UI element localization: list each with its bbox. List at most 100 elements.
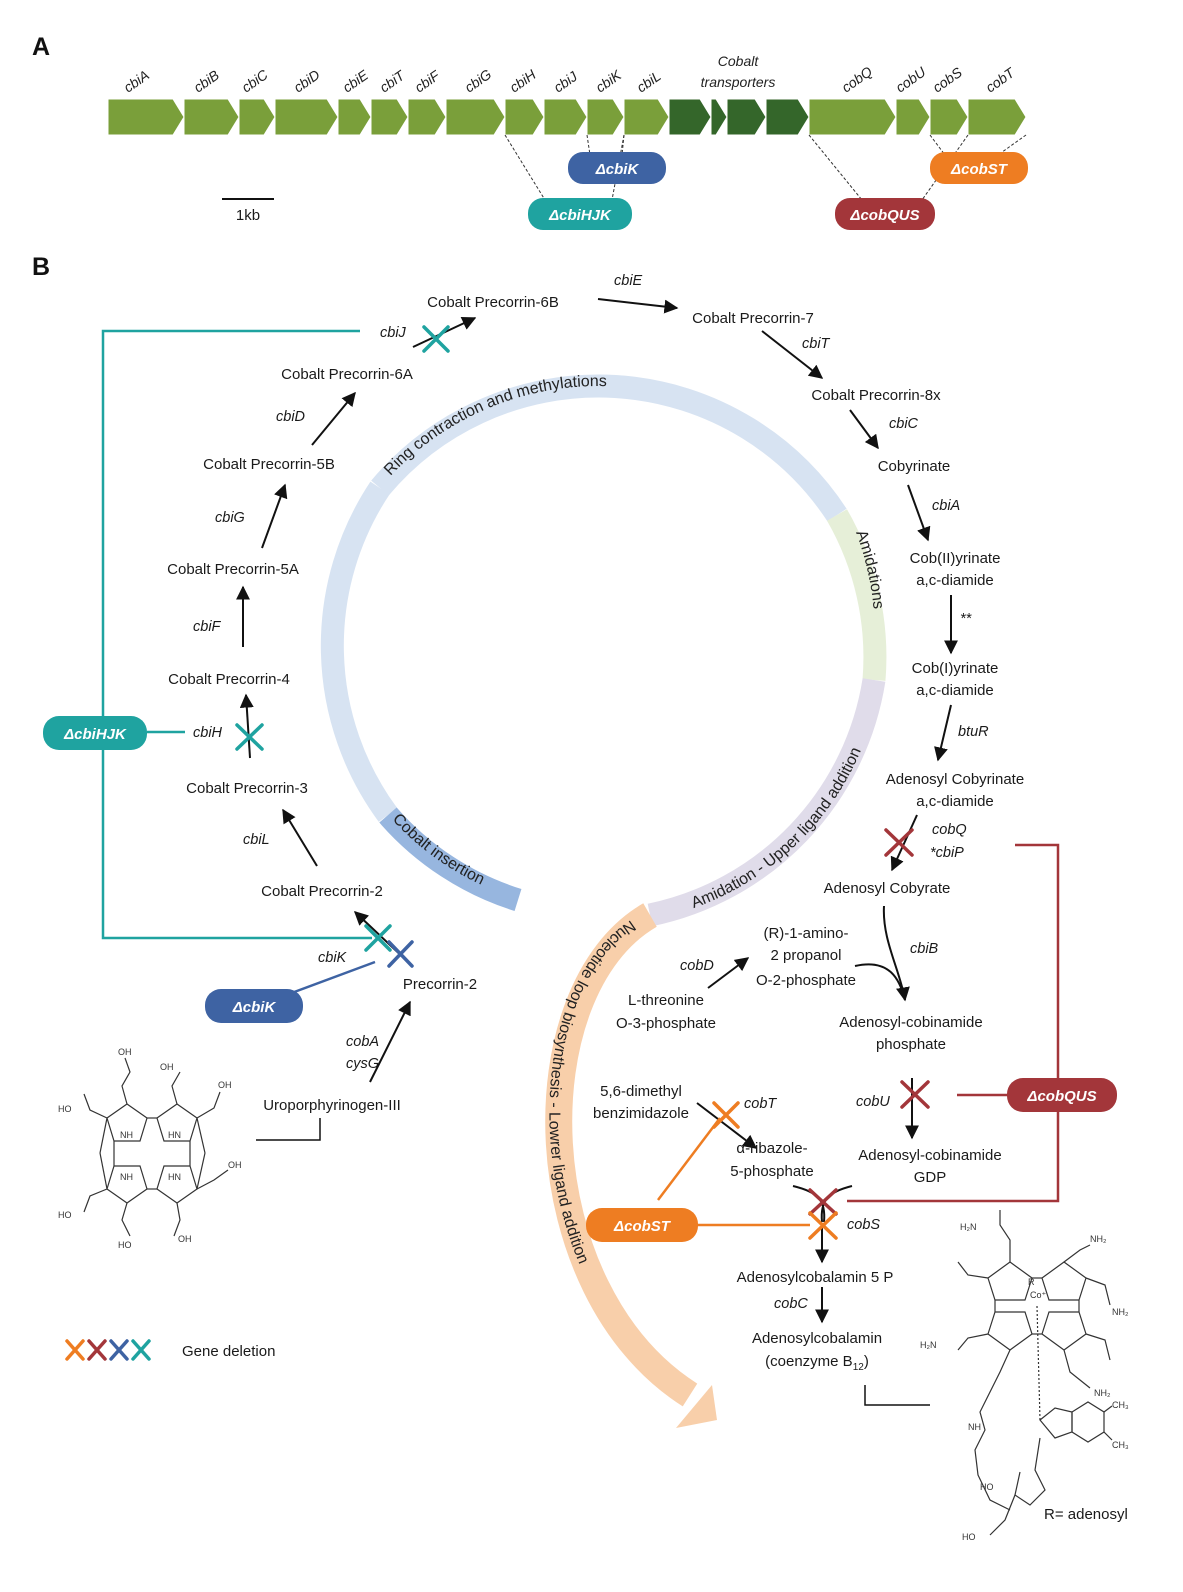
enzyme-cobT: cobT <box>744 1096 777 1112</box>
transporter-arrow-1 <box>668 98 712 136</box>
gene-labels: cbiA cbiB cbiC cbiD cbiE cbiT cbiF cbiG … <box>121 53 1019 95</box>
deletion-badge-cbiK-b-label: ΔcbiK <box>232 999 277 1016</box>
enzyme-stars: ** <box>960 611 973 627</box>
deletion-badge-cobST-a <box>930 152 1028 184</box>
label-cob1-line1: Cob(I)yrinate <box>912 660 999 677</box>
deletion-badge-cbiHJK-b-label: ΔcbiHJK <box>63 726 127 743</box>
enzyme-cbiH: cbiH <box>193 725 223 741</box>
panel-label-b: B <box>32 253 50 281</box>
arc-label-cobalt: Cobalt insertion <box>389 811 487 889</box>
label-cobalt-precorrin-3: Cobalt Precorrin-3 <box>186 780 308 797</box>
label-ribazole-line2: 5-phosphate <box>730 1163 813 1180</box>
gene-label-cbiE: cbiE <box>340 66 372 95</box>
deletion-badge-cbiK-b <box>205 989 303 1023</box>
svg-text:NH₂: NH₂ <box>1094 1388 1111 1398</box>
enzyme-cbiK: cbiK <box>318 950 348 966</box>
label-dmb-line1: 5,6-dimethyl <box>600 1083 682 1100</box>
label-aminopropanol-line3: O-2-phosphate <box>756 972 856 989</box>
gene-arrow-cbiD <box>274 98 339 136</box>
label-coenzyme-b12: (coenzyme B12) <box>765 1353 869 1373</box>
gene-arrow-cbiH <box>504 98 545 136</box>
transporter-arrow-4 <box>765 98 810 136</box>
deletion-badges-b: ΔcbiHJK ΔcbiK ΔcobQUS ΔcobST <box>43 716 1117 1242</box>
gene-arrow-cbiG <box>445 98 506 136</box>
label-cob2-line2: a,c-diamide <box>916 572 994 589</box>
enzyme-cbiA: cbiA <box>932 498 960 514</box>
transporters-label-line2: transporters <box>701 74 776 90</box>
arrow-cbiB-join <box>854 963 906 1001</box>
scale-label: 1kb <box>236 207 260 224</box>
gene-arrow-cbiT <box>370 98 409 136</box>
enzyme-cobA: cobA <box>346 1034 379 1050</box>
label-cobinamide-gdp-line2: GDP <box>914 1169 947 1186</box>
svg-text:H₂N: H₂N <box>960 1222 977 1232</box>
svg-text:NH: NH <box>120 1172 133 1182</box>
label-cobalt-precorrin-4: Cobalt Precorrin-4 <box>168 671 290 688</box>
svg-text:OH: OH <box>218 1080 232 1090</box>
enzyme-cbiL: cbiL <box>243 832 270 848</box>
deletion-badge-cobQUS-a-label: ΔcobQUS <box>849 207 919 224</box>
arc-ring-contraction <box>371 374 847 522</box>
arrow-cbiB <box>882 905 910 1002</box>
svg-text:H₂N: H₂N <box>920 1340 937 1350</box>
gene-label-cbiK: cbiK <box>593 66 625 95</box>
orange-connector-top <box>657 1117 721 1201</box>
gene-label-cbiJ: cbiJ <box>551 67 581 95</box>
arc-lower-ligand-head <box>676 1385 717 1428</box>
enzyme-cbiB: cbiB <box>910 941 939 957</box>
label-cobalt-precorrin-8x: Cobalt Precorrin-8x <box>811 387 941 404</box>
svg-text:CH₃: CH₃ <box>1112 1400 1129 1410</box>
enzyme-cobD: cobD <box>680 958 714 974</box>
label-adocobyrinate-line2: a,c-diamide <box>916 793 994 810</box>
label-adenosyl-cobyrate: Adenosyl Cobyrate <box>824 880 951 897</box>
enzyme-cbiJ: cbiJ <box>380 325 407 341</box>
deletion-crosses <box>235 325 930 1240</box>
label-aminopropanol-line2: 2 propanol <box>771 947 842 964</box>
gene-arrow-cbiF <box>407 98 447 136</box>
gene-label-cbiG: cbiG <box>462 66 495 96</box>
cobalamin-structure: Co⁺ R H₂N NH₂ NH₂ H₂N NH₂ NH CH₃ CH₃ HO … <box>920 1210 1129 1542</box>
deletion-badge-cobQUS-a <box>835 198 935 230</box>
svg-text:OH: OH <box>178 1234 192 1244</box>
gene-arrow-cbiE <box>337 98 372 136</box>
label-cobinamide-phosphate-line2: phosphate <box>876 1036 946 1053</box>
gene-arrow-cobS <box>929 98 969 136</box>
enzyme-cbiE: cbiE <box>614 273 643 289</box>
pathway-arrows <box>236 298 958 1324</box>
r-adenosyl-label: R= adenosyl <box>1044 1506 1128 1523</box>
transporters-label-line1: Cobalt <box>718 53 760 69</box>
gene-arrow-cbiL <box>623 98 670 136</box>
svg-text:HO: HO <box>58 1210 72 1220</box>
enzymes: cobA cysG cbiK cbiL cbiH cbiF cbiG cbiD … <box>193 273 989 1312</box>
svg-text:HO: HO <box>118 1240 132 1250</box>
enzyme-cobC: cobC <box>774 1296 808 1312</box>
gene-label-cbiF: cbiF <box>412 66 444 95</box>
deletion-badge-cbiHJK-a <box>528 198 632 230</box>
enzyme-cbiD: cbiD <box>276 409 305 425</box>
cross-cobT <box>712 1101 740 1129</box>
label-dmb-line2: benzimidazole <box>593 1105 689 1122</box>
enzyme-cbiT: cbiT <box>802 336 831 352</box>
deletion-badge-cbiK-a <box>568 152 666 184</box>
svg-text:OH: OH <box>118 1047 132 1057</box>
enzyme-cbiG: cbiG <box>215 510 245 526</box>
gene-label-cbiC: cbiC <box>239 66 272 96</box>
gene-arrow-cbiA <box>107 98 185 136</box>
gene-arrow-cbiJ <box>543 98 588 136</box>
enzyme-cbiP: *cbiP <box>930 845 964 861</box>
deletion-badge-cbiHJK-b <box>43 716 147 750</box>
deletion-badge-cobST-a-label: ΔcobST <box>950 161 1009 178</box>
deletion-connectors <box>101 329 1060 1227</box>
gene-arrow-cbiK <box>586 98 625 136</box>
deletion-badge-cbiK-a-label: ΔcbiK <box>595 161 640 178</box>
red-connector-top <box>1015 843 1060 1082</box>
enzyme-btuR: btuR <box>958 724 989 740</box>
svg-text:OH: OH <box>160 1062 174 1072</box>
label-ribazole-line1: α-ribazole- <box>736 1140 807 1157</box>
svg-text:OH: OH <box>228 1160 242 1170</box>
label-threonine-line1: L-threonine <box>628 992 704 1009</box>
gene-arrow-cbiB <box>183 98 240 136</box>
gene-cluster <box>107 98 1027 136</box>
red-connector-bottom <box>847 1112 1060 1203</box>
